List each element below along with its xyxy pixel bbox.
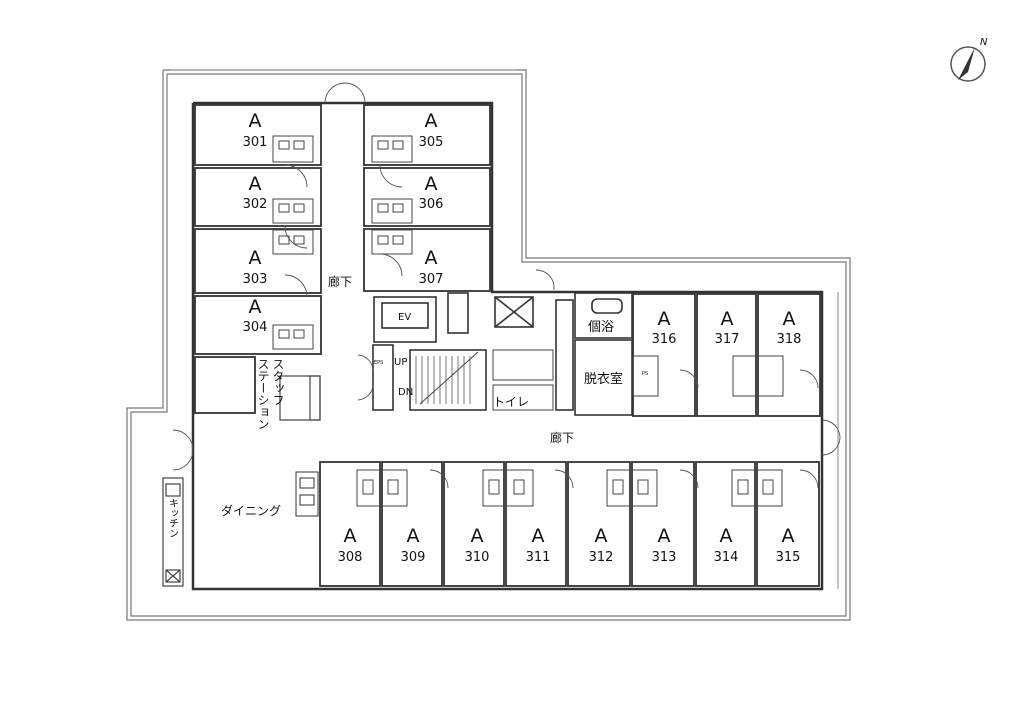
room-type-label: A [658,308,671,330]
bathtub [591,298,623,314]
elevator-shaft [381,302,429,329]
room-type-label: A [344,525,357,547]
dining-sink-unit [295,471,319,517]
compass-n-label: N [980,37,988,48]
room-number-label: 314 [714,550,739,565]
dining-label: ダイニング [221,503,281,518]
room-number-label: 317 [715,332,740,347]
right-upper-rooms [632,293,821,417]
room-number-label: 311 [526,550,551,565]
room-number-label: 312 [589,550,614,565]
elevator-label: EV [398,312,411,323]
staff-counter [279,375,321,421]
kitchen-counter [162,477,184,587]
room-type-label: A [425,247,438,269]
stair-treads [415,356,471,404]
room-number-label: 316 [652,332,677,347]
room-number-label: 307 [419,272,444,287]
compass: N [950,37,988,82]
room-type-label: A [407,525,420,547]
room-type-label: A [425,110,438,132]
staff-station-label-line1: スタッフ [271,358,285,406]
corridor-upper-label: 廊下 [328,274,352,289]
room-number-label: 301 [243,135,268,150]
stair-break-line [419,351,479,405]
room-type-label: A [782,525,795,547]
corridor-toilet-fixtures [492,349,554,411]
room-number-label: 306 [419,197,444,212]
ps-label: PS [642,371,648,377]
room-number-label: 315 [776,550,801,565]
room-number-label: 308 [338,550,363,565]
room-type-label: A [249,247,262,269]
corridor-lower-label: 廊下 [550,430,574,445]
room-number-label: 318 [777,332,802,347]
building-outline [191,101,824,591]
area-labels: 廊下 廊下 EV UP DN トイレ 個浴 脱衣室 ダイニング EPS PS [221,274,648,518]
room-type-label: A [783,308,796,330]
room-type-label: A [249,296,262,318]
door-swings [172,82,841,489]
room-type-label: A [249,173,262,195]
room-number-label: 310 [465,550,490,565]
room-type-label: A [249,110,262,132]
stairs-up-label: UP [394,357,407,368]
upper-left-rooms [194,104,322,414]
balcony-outline [126,69,851,621]
room-number-label: 304 [243,320,268,335]
dressing-room-label: 脱衣室 [584,371,623,387]
bathroom-fixtures [272,135,784,507]
north-arrow-icon [958,47,975,80]
room-type-label: A [658,525,671,547]
room-type-label: A [425,173,438,195]
staff-station-label-group: スタッフ ステーション [256,358,285,430]
kitchen-label: キッチン [167,498,178,538]
room-type-label: A [720,525,733,547]
core-area [372,292,534,411]
bath-area [555,292,633,416]
private-bath-label: 個浴 [588,320,614,335]
lower-rooms [319,461,820,587]
toilet-label: トイレ [493,395,529,409]
upper-right-rooms [363,104,491,292]
room-number-label: 313 [652,550,677,565]
room-type-label: A [721,308,734,330]
stairs-down-label: DN [398,387,413,398]
room-labels: A 301 A 302 A 303 A 304 A 305 A 306 A 30… [243,110,802,565]
room-type-label: A [532,525,545,547]
room-number-label: 309 [401,550,426,565]
staff-station-label-line2: ステーション [256,358,270,430]
room-number-label: 302 [243,197,268,212]
room-type-label: A [595,525,608,547]
eps-label: EPS [374,360,383,366]
room-type-label: A [471,525,484,547]
room-number-label: 303 [243,272,268,287]
room-number-label: 305 [419,135,444,150]
